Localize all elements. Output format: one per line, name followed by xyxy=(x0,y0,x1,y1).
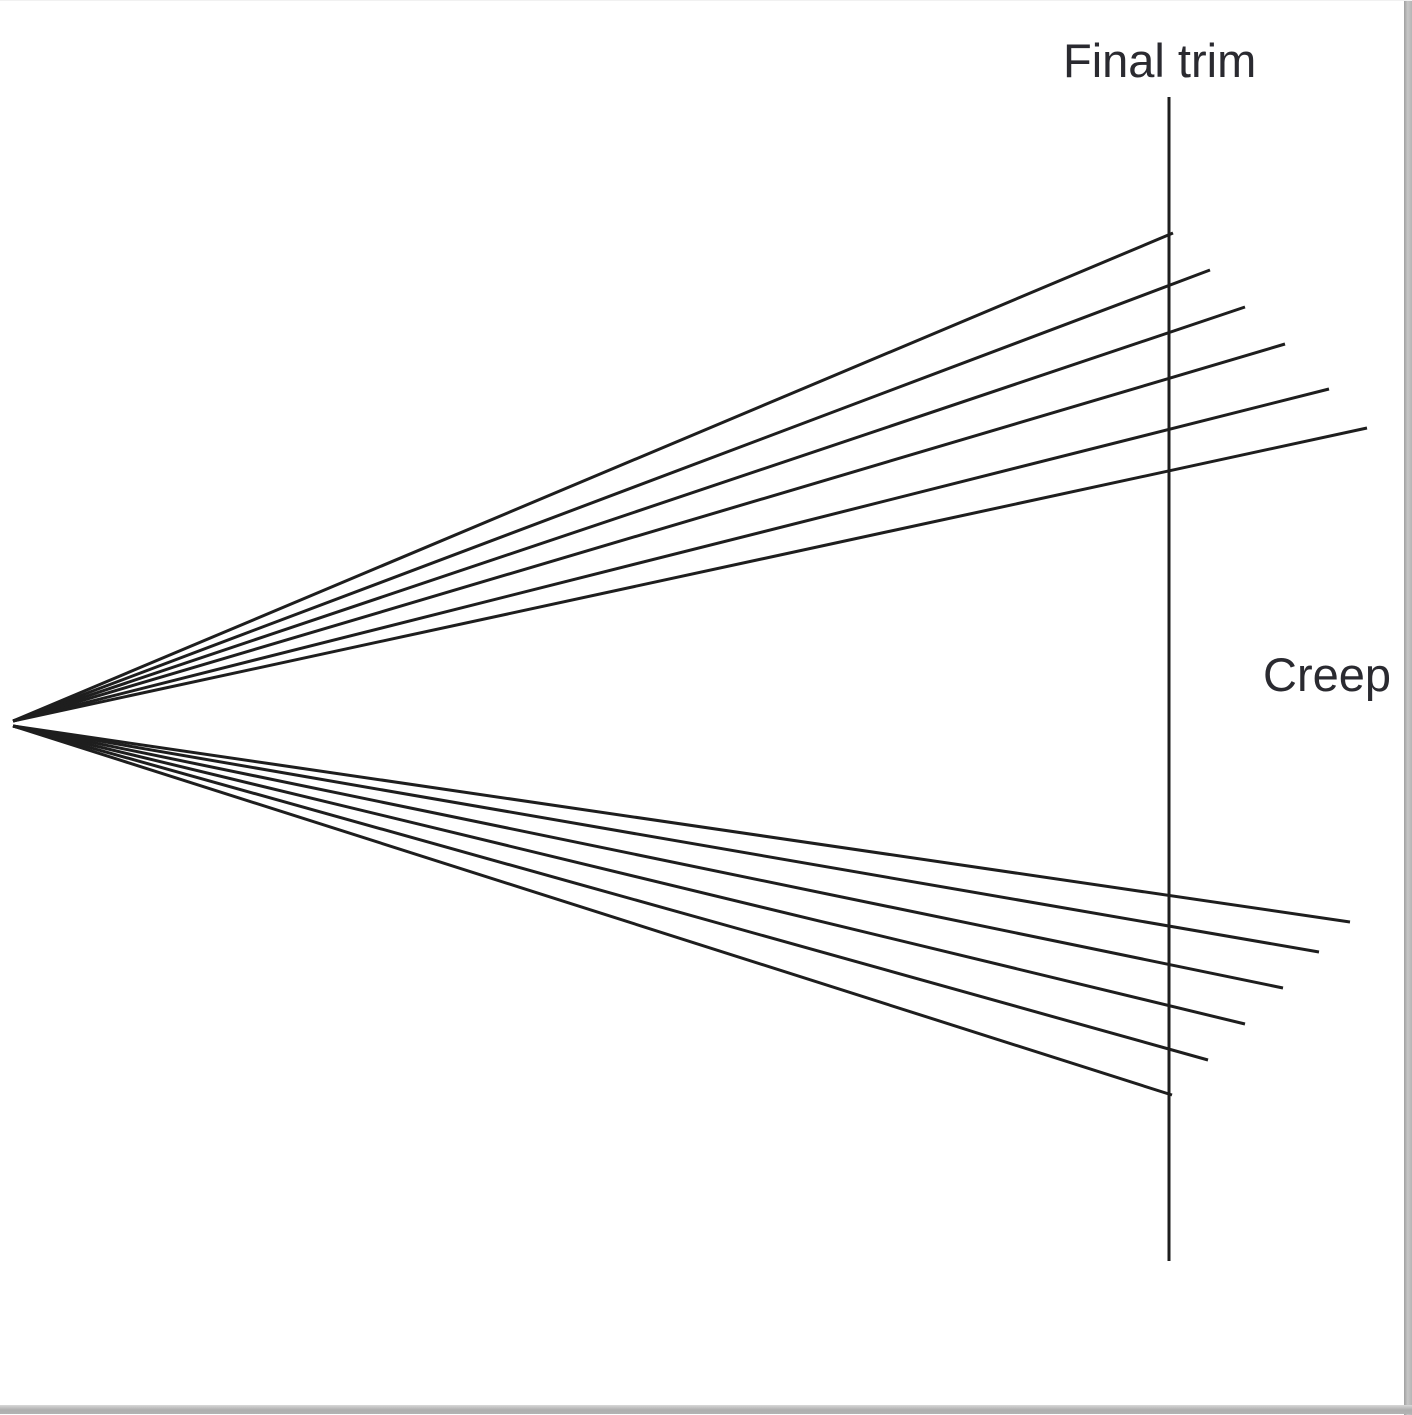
fold-line-upper-6 xyxy=(12,426,1368,723)
page-edge-bottom xyxy=(0,1405,1412,1414)
final-trim-label: Final trim xyxy=(1063,34,1257,87)
fold-line-lower-2 xyxy=(12,724,1320,954)
page-edge-right xyxy=(1404,1,1412,1415)
creep-label: Creep xyxy=(1263,648,1392,701)
fold-line-lower-4 xyxy=(12,724,1246,1026)
fold-line-upper-5 xyxy=(12,387,1330,723)
fold-line-lower-5 xyxy=(12,724,1209,1062)
fold-line-lower-1 xyxy=(12,724,1351,924)
fold-line-lower-6 xyxy=(12,724,1173,1097)
fold-line-upper-1 xyxy=(12,231,1174,723)
fold-line-upper-4 xyxy=(12,342,1286,723)
fold-line-upper-3 xyxy=(12,305,1246,723)
fold-line-lower-3 xyxy=(12,724,1284,990)
fold-line-upper-2 xyxy=(12,268,1211,723)
